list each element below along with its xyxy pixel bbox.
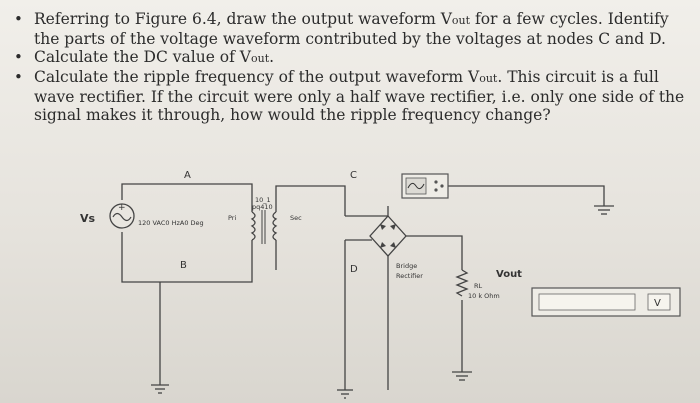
- question-fragment: .: [269, 48, 275, 66]
- secondary-label: Sec: [290, 214, 302, 222]
- wire-oscilloscope: [440, 185, 605, 206]
- subscript-text: out: [451, 14, 471, 27]
- resistor-label-line2: 10 k Ohm: [468, 292, 500, 300]
- ground-symbol-d: [337, 389, 353, 399]
- resistor-symbol: [455, 269, 469, 297]
- question-item: • Referring to Figure 6.4, draw the outp…: [8, 10, 694, 48]
- voltmeter-display: [531, 287, 681, 317]
- ac-source-symbol: [109, 203, 135, 229]
- ground-symbol-b: [151, 384, 169, 394]
- subscript-text: out: [479, 72, 498, 85]
- source-label: Vs: [80, 212, 96, 225]
- wire-source-bottom: [121, 232, 253, 283]
- ground-symbol-top-right: [594, 205, 614, 215]
- transformer-secondary-coil: [272, 211, 278, 241]
- transformer-ratio-line1: 10_1: [255, 196, 271, 204]
- wire-top-primary: [121, 183, 253, 212]
- vout-label: Vout: [496, 269, 522, 280]
- subscript-text: out: [251, 52, 270, 65]
- ground-symbol-bottom-right: [452, 371, 472, 381]
- source-plus-sign: +: [118, 203, 126, 213]
- node-label-b: B: [180, 260, 187, 271]
- question-item: • Calculate the DC value of Vout.: [8, 48, 694, 68]
- question-text: Calculate the DC value of Vout.: [34, 48, 274, 66]
- bridge-rectifier-symbol: [369, 215, 407, 257]
- voltmeter-unit: V: [654, 298, 661, 309]
- question-text: Calculate the ripple frequency of the ou…: [34, 68, 684, 124]
- transformer-core: [261, 210, 266, 244]
- question-list: • Referring to Figure 6.4, draw the outp…: [8, 10, 694, 124]
- resistor-label-line1: RL: [474, 282, 483, 290]
- question-text: Referring to Figure 6.4, draw the output…: [34, 10, 669, 48]
- bridge-label-line2: Rectifier: [396, 272, 423, 280]
- question-item: • Calculate the ripple frequency of the …: [8, 68, 694, 124]
- bullet: •: [14, 68, 23, 86]
- wire-node-c: [345, 206, 389, 217]
- node-label-c: C: [350, 170, 357, 181]
- bullet: •: [14, 10, 23, 28]
- question-fragment: Calculate the ripple frequency of the ou…: [34, 68, 480, 86]
- transformer-primary-coil: [250, 211, 256, 241]
- primary-label: Pri: [228, 214, 236, 222]
- node-label-a: A: [184, 170, 191, 181]
- bullet: •: [14, 48, 23, 66]
- wire-secondary-top: [275, 185, 346, 216]
- source-spec-label: 120 VAC0 HzA0 Deg: [138, 219, 204, 227]
- circuit-diagram: + Vs 120 VAC0 HzA0 Deg 10_1 pq410 Pri Se…: [80, 170, 681, 399]
- question-fragment: for a few cycles. Identify the parts of …: [34, 10, 669, 48]
- question-fragment: Calculate the DC value of V: [34, 48, 251, 66]
- transformer-ratio-line2: pq410: [252, 203, 273, 211]
- question-fragment: . This circuit is a full wave rectifier.…: [34, 68, 685, 124]
- bridge-label-line1: Bridge: [396, 262, 417, 270]
- question-fragment: Referring to Figure 6.4, draw the output…: [34, 10, 452, 28]
- wire-output-top: [406, 235, 463, 270]
- oscilloscope-icon: [401, 173, 449, 199]
- node-label-d: D: [350, 264, 358, 275]
